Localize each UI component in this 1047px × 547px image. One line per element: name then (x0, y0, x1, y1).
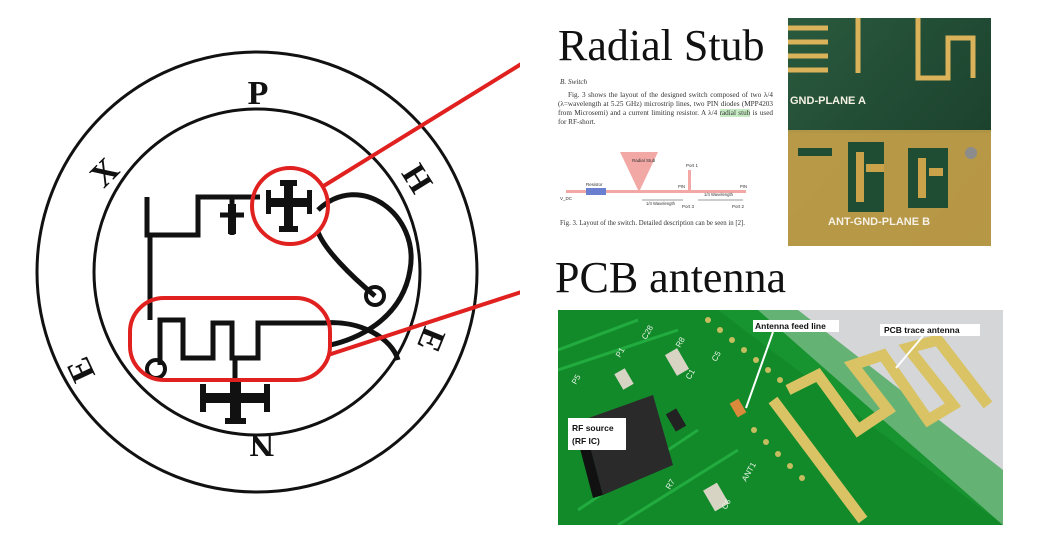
seal-diagram: P H E N E X (35, 50, 520, 494)
fig-label-radial-stub: Radial Stub (632, 158, 656, 163)
fig-label-port2: Port 2 (732, 204, 745, 209)
trace-antenna-shape (768, 333, 993, 524)
paper-body-before: Fig. 3 shows the layout of the designed … (558, 91, 773, 117)
pcb-antenna-label: PCB antenna (555, 253, 786, 302)
fig-label-quarter-wave-1: 1/4 Wavelength (646, 201, 676, 206)
callout-line-radial-stub (320, 62, 520, 189)
callout-rect-pcb-antenna (128, 296, 332, 382)
paper-caption: Fig. 3. Layout of the switch. Detailed d… (560, 220, 745, 227)
fig-label-pin1: PIN (678, 184, 685, 189)
paper-body-after: is used for RF-short. (558, 109, 773, 126)
fig-label-port3: Port 3 (682, 204, 695, 209)
fig-label-vdc: V_DC (560, 196, 573, 201)
trace-antenna-label: PCB trace antenna (884, 325, 960, 335)
photo-label-gnd-b: ANT-GND-PLANE B (828, 216, 930, 228)
trace-antenna-label-box (880, 324, 980, 336)
pcb-render: RF source (RF IC) Antenna feed line PCB … (558, 310, 1003, 525)
seal-letter-lower-left: E (60, 351, 103, 387)
port1-line (688, 170, 691, 190)
rf-source-label-line2: (RF IC) (572, 436, 600, 446)
pcb-photo: GND-PLANE A ANT-GND-PLANE B (788, 18, 991, 246)
seal-outer-circle (35, 50, 479, 494)
callout-line-pcb-antenna (327, 290, 520, 357)
fig-label-resistor: Resistor (586, 182, 603, 187)
trace-antenna-pointer (895, 335, 924, 369)
photo-label-gnd-a: GND-PLANE A (790, 95, 866, 107)
seal-letter-upper-left: X (83, 151, 127, 195)
paper-excerpt: B. Switch Fig. 3 shows the layout of the… (558, 78, 773, 238)
silk-p5: P5 (570, 373, 583, 386)
paper-body-text: Fig. 3 shows the layout of the designed … (558, 91, 773, 127)
switch-layout-figure: Radial Stub Resistor V_DC Port 1 Port 3 … (560, 152, 747, 209)
rf-source-label-box (568, 418, 626, 450)
paper-section-heading: B. Switch (560, 78, 588, 86)
rf-source-label-line1: RF source (572, 423, 614, 433)
paper-highlight: radial stub (719, 109, 751, 117)
seal-inner-circle (92, 107, 422, 437)
radial-stub-label: Radial Stub (558, 21, 765, 70)
seal-letter-bottom: N (249, 426, 274, 463)
silk-p1: P1 (614, 346, 627, 359)
photo-via (965, 147, 977, 159)
seal-letter-top: P (248, 75, 269, 112)
sigil-crosses (200, 180, 312, 424)
radial-stub-shape (620, 152, 658, 192)
fig-label-port1: Port 1 (686, 163, 699, 168)
feed-line-label: Antenna feed line (755, 321, 826, 331)
fig-label-pin2: PIN (740, 184, 747, 189)
sigil-lines (144, 192, 414, 385)
resistor-shape (586, 188, 606, 195)
feed-line-label-box (753, 320, 839, 332)
fig-label-quarter-wave-2: 1/4 Wavelength (704, 192, 734, 197)
microstrip-line (566, 190, 746, 193)
feed-line-pointer (745, 331, 774, 409)
callout-circle-radial-stub (250, 166, 330, 246)
